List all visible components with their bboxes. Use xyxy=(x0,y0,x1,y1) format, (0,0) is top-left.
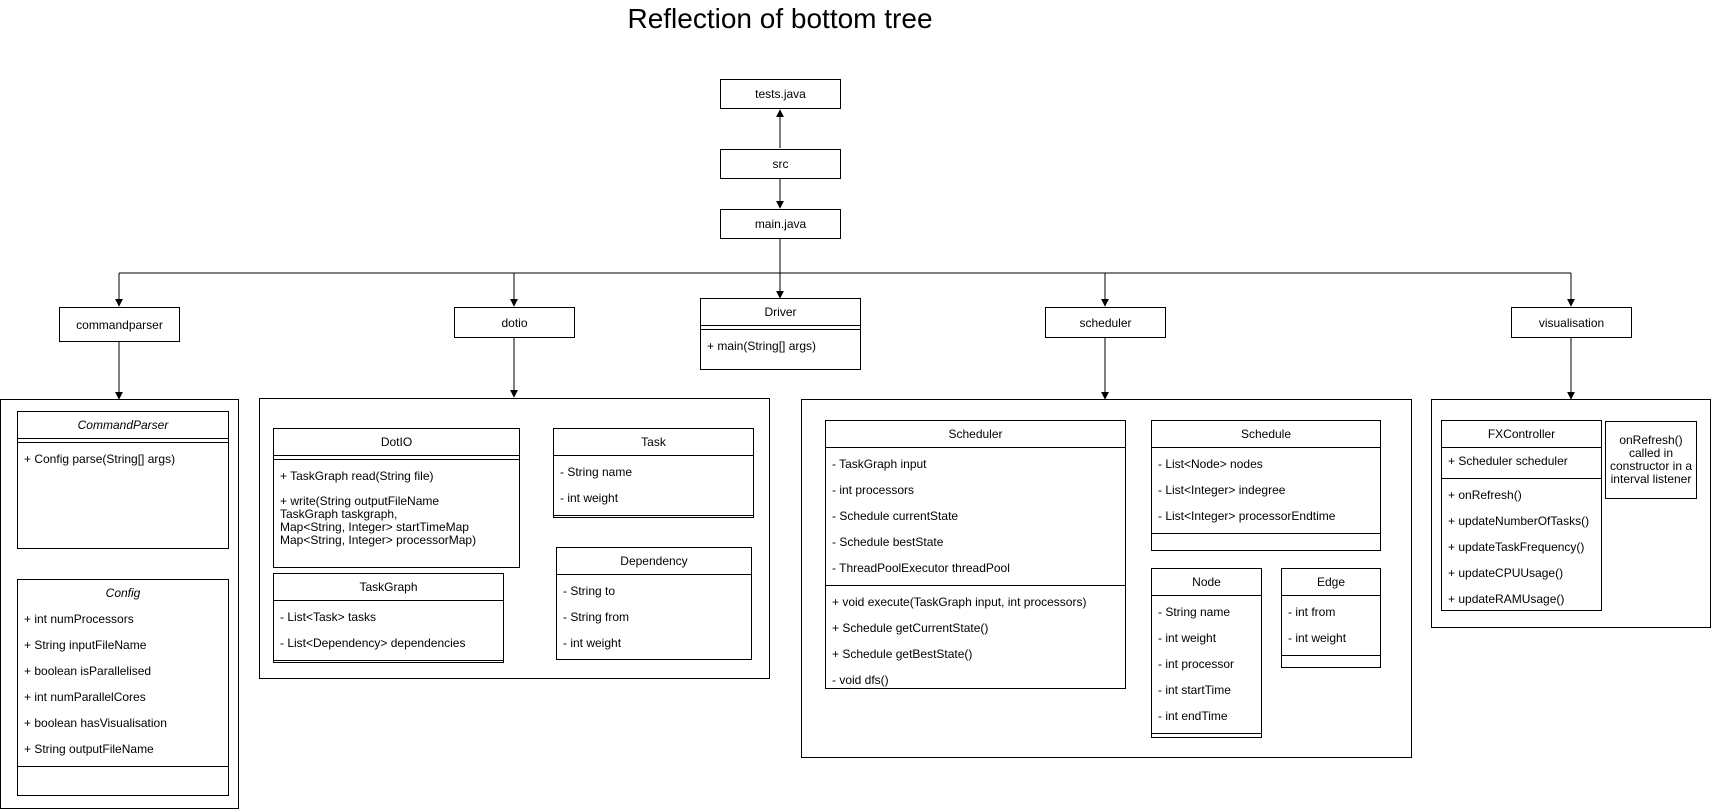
class-name: Scheduler xyxy=(826,421,1125,448)
field-row: - List<Node> nodes xyxy=(1158,457,1263,471)
main-java-node: main.java xyxy=(720,209,841,239)
method-row: + write(String outputFileName TaskGraph … xyxy=(280,494,477,547)
scheduler-class: Scheduler - TaskGraph input - int proces… xyxy=(825,420,1126,689)
class-name: Config xyxy=(105,586,141,600)
dotio-node: dotio xyxy=(454,307,575,338)
config-class: Config + int numProcessors + String inpu… xyxy=(17,579,229,796)
method-row: + TaskGraph read(String file) xyxy=(280,469,434,483)
field-row: - List<Dependency> dependencies xyxy=(280,636,466,650)
class-name: DotIO xyxy=(274,429,519,456)
field-row: - String name xyxy=(560,465,633,479)
node-class: Node - String name - int weight - int pr… xyxy=(1151,568,1262,738)
method-row: + updateTaskFrequency() xyxy=(1448,540,1585,554)
visualisation-node: visualisation xyxy=(1511,307,1632,338)
field-row: + boolean isParallelised xyxy=(24,664,152,678)
dotio-class: DotIO + TaskGraph read(String file) + wr… xyxy=(273,428,520,568)
edge-class: Edge - int from - int weight xyxy=(1281,568,1381,668)
field-row: - int from xyxy=(1288,605,1336,619)
class-name: Driver xyxy=(701,299,860,326)
class-name: FXController xyxy=(1442,421,1601,448)
field-row: - int weight xyxy=(1288,631,1347,645)
field-row: + int numProcessors xyxy=(24,612,134,626)
field-row: - List<Task> tasks xyxy=(280,610,377,624)
field-row: - List<Integer> indegree xyxy=(1158,483,1286,497)
commandparser-class: CommandParser + Config parse(String[] ar… xyxy=(17,411,229,549)
class-name: Task xyxy=(554,429,753,456)
method-row: + void execute(TaskGraph input, int proc… xyxy=(832,595,1087,609)
field-row: - TaskGraph input xyxy=(832,457,927,471)
class-name: Node xyxy=(1152,569,1261,596)
src-node: src xyxy=(720,149,841,179)
field-row: + Scheduler scheduler xyxy=(1448,454,1568,468)
driver-class: Driver + main(String[] args) xyxy=(700,298,861,370)
taskgraph-class: TaskGraph - List<Task> tasks - List<Depe… xyxy=(273,573,504,663)
field-row: - int startTime xyxy=(1158,683,1231,697)
field-row: - int weight xyxy=(1158,631,1217,645)
method-row: + Schedule getBestState() xyxy=(832,647,973,661)
method-row: + updateRAMUsage() xyxy=(1448,592,1565,606)
class-name: Schedule xyxy=(1152,421,1380,448)
method-row: + Schedule getCurrentState() xyxy=(832,621,989,635)
class-name: Dependency xyxy=(557,548,751,575)
field-row: - String from xyxy=(563,610,630,624)
field-row: - int weight xyxy=(560,491,619,505)
method-row: + main(String[] args) xyxy=(707,339,817,353)
scheduler-node: scheduler xyxy=(1045,307,1166,338)
field-row: - int processors xyxy=(832,483,915,497)
field-row: - String to xyxy=(563,584,616,598)
field-row: - Schedule currentState xyxy=(832,509,959,523)
field-row: + String outputFileName xyxy=(24,742,154,756)
field-row: - String name xyxy=(1158,605,1231,619)
commandparser-node: commandparser xyxy=(59,307,180,342)
class-name: Edge xyxy=(1282,569,1380,596)
method-row: + onRefresh() xyxy=(1448,488,1522,502)
tests-java-node: tests.java xyxy=(720,79,841,109)
task-class: Task - String name - int weight xyxy=(553,428,754,518)
field-row: - ThreadPoolExecutor threadPool xyxy=(832,561,1010,575)
field-row: - List<Integer> processorEndtime xyxy=(1158,509,1336,523)
method-row: + updateNumberOfTasks() xyxy=(1448,514,1590,528)
dependency-class: Dependency - String to - String from - i… xyxy=(556,547,752,660)
fxcontroller-class: FXController + Scheduler scheduler + onR… xyxy=(1441,420,1602,611)
field-row: - int endTime xyxy=(1158,709,1228,723)
class-name: CommandParser xyxy=(18,412,228,439)
method-row: + updateCPUUsage() xyxy=(1448,566,1564,580)
page-title: Reflection of bottom tree xyxy=(627,3,933,34)
field-row: - int processor xyxy=(1158,657,1235,671)
field-row: + int numParallelCores xyxy=(24,690,146,704)
onrefresh-note: onRefresh() called in constructor in a i… xyxy=(1605,421,1697,499)
field-row: + boolean hasVisualisation xyxy=(24,716,167,730)
field-row: - int weight xyxy=(563,636,622,650)
field-row: - Schedule bestState xyxy=(832,535,944,549)
field-row: + String inputFileName xyxy=(24,638,147,652)
schedule-class: Schedule - List<Node> nodes - List<Integ… xyxy=(1151,420,1381,551)
method-row: - void dfs() xyxy=(832,673,889,687)
method-row: + Config parse(String[] args) xyxy=(24,452,176,466)
class-name: TaskGraph xyxy=(274,574,503,601)
